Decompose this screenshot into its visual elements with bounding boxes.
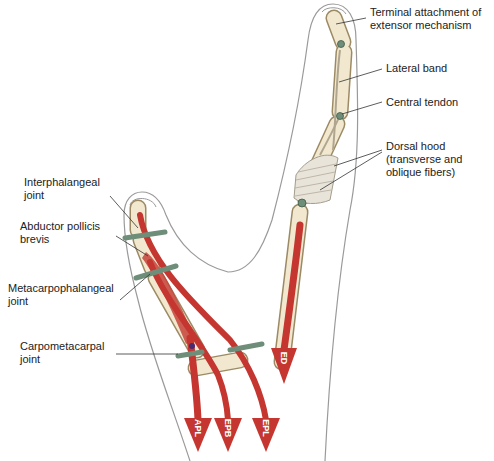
lateral-band: [333, 50, 340, 150]
part-label: Abductor pollicis brevis: [20, 220, 114, 246]
part-label: Interphalangeal joint: [24, 176, 110, 202]
central-tendon: [320, 115, 340, 155]
dorsal-hood: [294, 155, 338, 203]
skin-outline: [124, 4, 358, 461]
tendon-abbrev: EPB: [223, 419, 233, 438]
tendon-abbrev: ED: [279, 352, 289, 365]
part-label: Carpometacarpal joint: [20, 340, 114, 366]
leader-lines: [110, 18, 382, 354]
joint-axes: [125, 232, 262, 356]
tendon-arrowheads: [184, 348, 297, 452]
joint-axis-dots: [298, 41, 345, 208]
tendon-abbrev: APL: [193, 419, 203, 437]
tendon-abbrev: EPL: [261, 419, 271, 437]
part-label: Lateral band: [386, 62, 486, 75]
hood-fibers: [295, 164, 336, 196]
tendons: [140, 215, 300, 420]
bones: [138, 18, 344, 368]
part-label: Metacarpophalangeal joint: [8, 282, 126, 308]
part-label: Central tendon: [386, 96, 486, 109]
part-label: Dorsal hood (transverse and oblique fibe…: [386, 140, 474, 179]
part-label: Terminal attachment of extensor mechanis…: [370, 6, 490, 32]
insertion-dot: [189, 343, 195, 349]
